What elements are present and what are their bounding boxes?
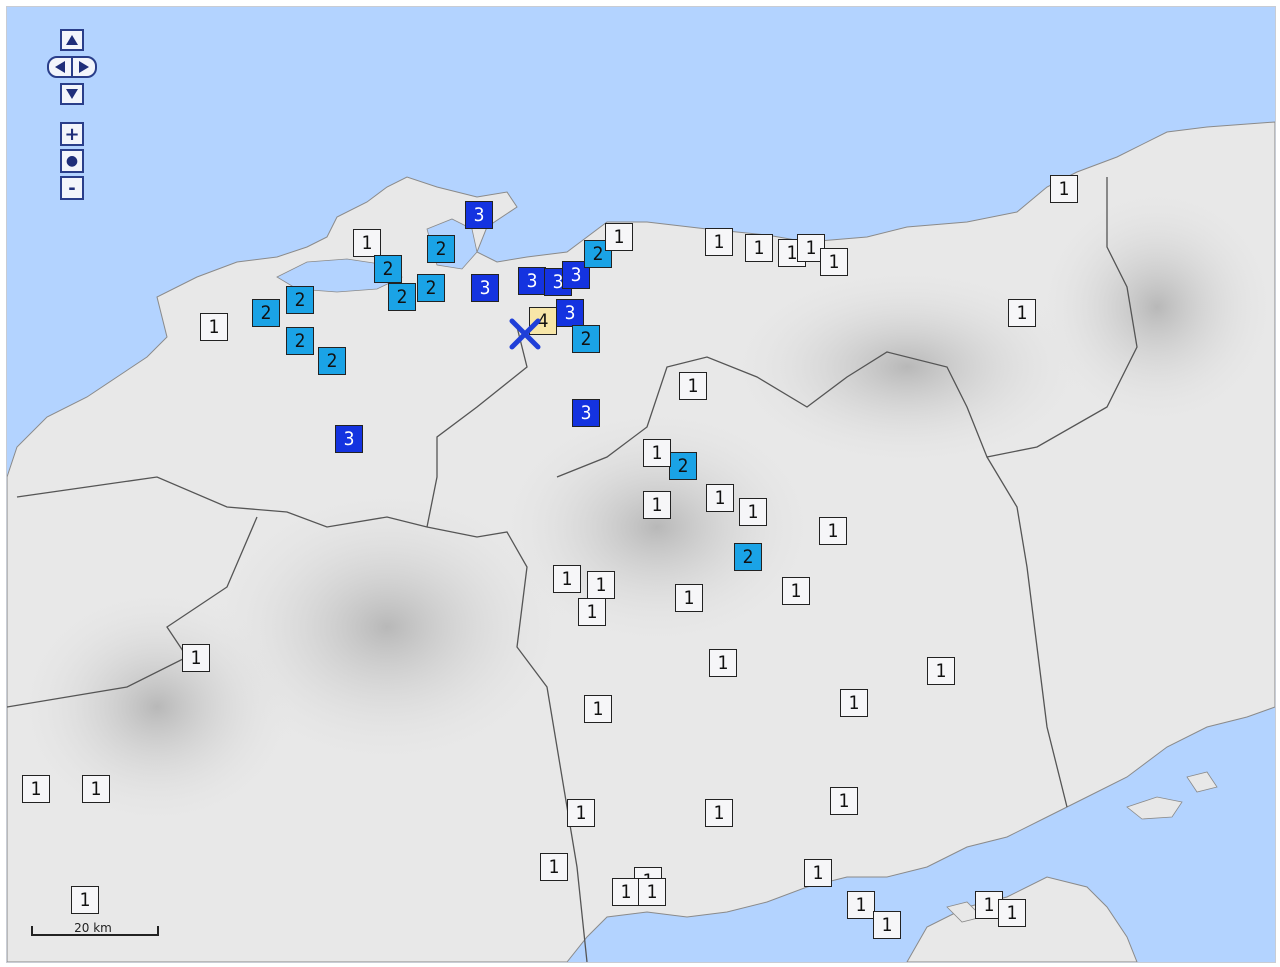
intensity-marker[interactable]: 1 bbox=[1008, 299, 1036, 327]
intensity-marker[interactable]: 1 bbox=[679, 372, 707, 400]
scale-bar-line bbox=[31, 926, 159, 936]
pan-left-button[interactable] bbox=[47, 56, 73, 78]
intensity-marker[interactable]: 1 bbox=[820, 248, 848, 276]
intensity-marker[interactable]: 1 bbox=[705, 799, 733, 827]
intensity-marker[interactable]: 1 bbox=[71, 886, 99, 914]
intensity-marker[interactable]: 1 bbox=[553, 565, 581, 593]
intensity-marker[interactable]: 1 bbox=[830, 787, 858, 815]
intensity-marker[interactable]: 1 bbox=[998, 899, 1026, 927]
prefecture-border bbox=[556, 177, 1138, 478]
intensity-marker[interactable]: 2 bbox=[734, 543, 762, 571]
triangle-left-icon bbox=[55, 61, 65, 73]
triangle-right-icon bbox=[79, 61, 89, 73]
intensity-marker[interactable]: 1 bbox=[1050, 175, 1078, 203]
intensity-marker[interactable]: 1 bbox=[705, 228, 733, 256]
intensity-marker[interactable]: 1 bbox=[584, 695, 612, 723]
intensity-marker[interactable]: 1 bbox=[578, 598, 606, 626]
intensity-marker[interactable]: 3 bbox=[556, 299, 584, 327]
intensity-marker[interactable]: 1 bbox=[587, 571, 615, 599]
intensity-marker[interactable]: 3 bbox=[335, 425, 363, 453]
pan-up-button[interactable] bbox=[60, 29, 84, 51]
zoom-out-button[interactable]: - bbox=[60, 176, 84, 200]
intensity-marker[interactable]: 3 bbox=[518, 267, 546, 295]
intensity-marker[interactable]: 1 bbox=[782, 577, 810, 605]
intensity-marker[interactable]: 2 bbox=[252, 299, 280, 327]
intensity-marker[interactable]: 2 bbox=[286, 286, 314, 314]
intensity-marker[interactable]: 1 bbox=[200, 313, 228, 341]
intensity-marker[interactable]: 1 bbox=[567, 799, 595, 827]
intensity-marker[interactable]: 2 bbox=[388, 283, 416, 311]
intensity-marker[interactable]: 3 bbox=[471, 274, 499, 302]
pan-down-button[interactable] bbox=[60, 83, 84, 105]
intensity-marker[interactable]: 2 bbox=[417, 274, 445, 302]
intensity-marker[interactable]: 1 bbox=[540, 853, 568, 881]
intensity-marker[interactable]: 2 bbox=[427, 235, 455, 263]
intensity-marker[interactable]: 1 bbox=[612, 878, 640, 906]
scale-bar: 20 km bbox=[31, 912, 159, 942]
intensity-marker[interactable]: 1 bbox=[927, 657, 955, 685]
intensity-marker[interactable]: 1 bbox=[22, 775, 50, 803]
intensity-marker[interactable]: 1 bbox=[675, 584, 703, 612]
epicenter-marker[interactable] bbox=[507, 317, 543, 351]
map-canvas bbox=[7, 121, 1275, 962]
intensity-marker[interactable]: 2 bbox=[669, 452, 697, 480]
intensity-marker[interactable]: 1 bbox=[804, 859, 832, 887]
intensity-marker[interactable]: 1 bbox=[353, 229, 381, 257]
pan-right-button[interactable] bbox=[71, 56, 97, 78]
intensity-marker[interactable]: 1 bbox=[709, 649, 737, 677]
prefecture-border bbox=[16, 476, 588, 962]
intensity-marker[interactable]: 1 bbox=[643, 491, 671, 519]
scale-bar-label: 20 km bbox=[74, 921, 112, 935]
triangle-up-icon bbox=[66, 35, 78, 45]
map-navigation: + ● - bbox=[42, 29, 102, 200]
intensity-marker[interactable]: 1 bbox=[643, 439, 671, 467]
intensity-marker[interactable]: 2 bbox=[318, 347, 346, 375]
intensity-marker[interactable]: 2 bbox=[572, 325, 600, 353]
intensity-marker[interactable]: 1 bbox=[638, 878, 666, 906]
intensity-marker[interactable]: 4 bbox=[529, 307, 557, 335]
intensity-marker[interactable]: 1 bbox=[739, 498, 767, 526]
intensity-marker[interactable]: 2 bbox=[374, 255, 402, 283]
intensity-marker[interactable]: 1 bbox=[873, 911, 901, 939]
intensity-marker[interactable]: 3 bbox=[572, 399, 600, 427]
intensity-marker[interactable]: 2 bbox=[286, 327, 314, 355]
intensity-marker[interactable]: 1 bbox=[819, 517, 847, 545]
intensity-marker[interactable]: 1 bbox=[706, 484, 734, 512]
intensity-marker[interactable]: 1 bbox=[840, 689, 868, 717]
intensity-marker[interactable]: 1 bbox=[847, 891, 875, 919]
island bbox=[1186, 771, 1218, 793]
triangle-down-icon bbox=[66, 89, 78, 99]
intensity-marker[interactable]: 1 bbox=[605, 223, 633, 251]
intensity-marker[interactable]: 1 bbox=[745, 234, 773, 262]
intensity-marker[interactable]: 3 bbox=[465, 201, 493, 229]
prefecture-border bbox=[986, 456, 1068, 808]
island bbox=[1126, 796, 1183, 820]
zoom-in-button[interactable]: + bbox=[60, 122, 84, 146]
zoom-reset-button[interactable]: ● bbox=[60, 149, 84, 173]
intensity-marker[interactable]: 1 bbox=[82, 775, 110, 803]
intensity-marker[interactable]: 1 bbox=[182, 644, 210, 672]
prefecture-border bbox=[426, 326, 528, 528]
